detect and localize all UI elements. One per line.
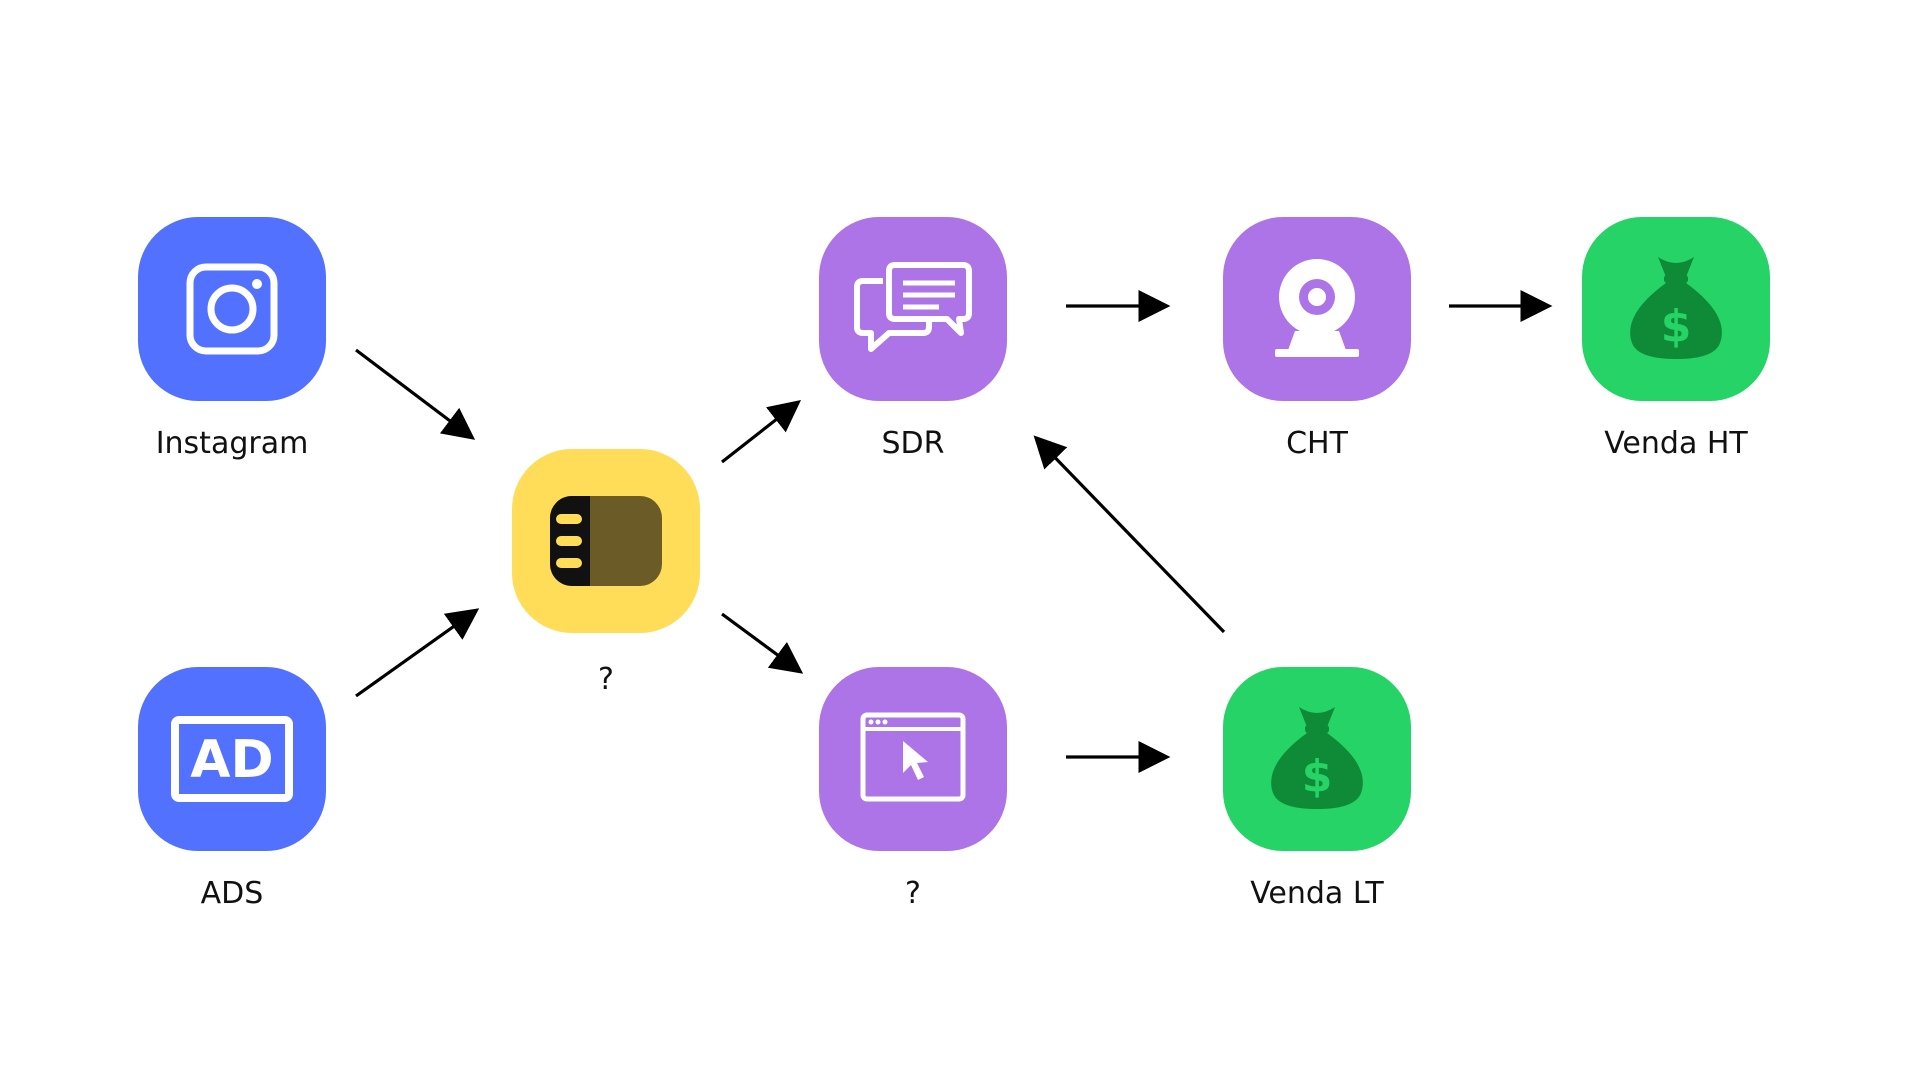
chat-bubbles-icon (854, 262, 972, 352)
node-label-landing: ? (905, 876, 921, 911)
svg-text:$: $ (1302, 751, 1333, 802)
node-label-crm: ? (598, 662, 614, 697)
node-label-venda-ht: Venda HT (1604, 426, 1748, 461)
node-landing (819, 667, 1007, 851)
node-venda-ht: $ (1582, 217, 1770, 401)
ad-icon: AD (171, 716, 293, 802)
node-crm (512, 449, 700, 633)
arrow-crm-to-sdr (721, 400, 802, 464)
browser-cursor-icon (860, 712, 966, 802)
arrow-instagram-to-crm (355, 348, 476, 440)
node-ads: AD (138, 667, 326, 851)
arrow-ads-to-crm (355, 608, 480, 698)
node-label-cht: CHT (1286, 426, 1348, 461)
money-bag-icon: $ (1271, 707, 1363, 809)
node-label-sdr: SDR (881, 426, 945, 461)
arrow-crm-to-landing (721, 612, 804, 674)
node-label-venda-lt: Venda LT (1250, 876, 1384, 911)
arrow-venda-lt-to-sdr (1033, 435, 1226, 634)
svg-text:$: $ (1661, 301, 1692, 352)
node-instagram (138, 217, 326, 401)
svg-text:AD: AD (190, 730, 273, 790)
node-cht (1223, 217, 1411, 401)
node-label-instagram: Instagram (155, 426, 309, 461)
instagram-icon (186, 263, 278, 355)
money-bag-icon: $ (1630, 257, 1722, 359)
node-venda-lt: $ (1223, 667, 1411, 851)
node-label-ads: ADS (200, 876, 264, 911)
crm-panel-icon (550, 496, 662, 586)
node-sdr (819, 217, 1007, 401)
webcam-icon (1275, 259, 1359, 357)
